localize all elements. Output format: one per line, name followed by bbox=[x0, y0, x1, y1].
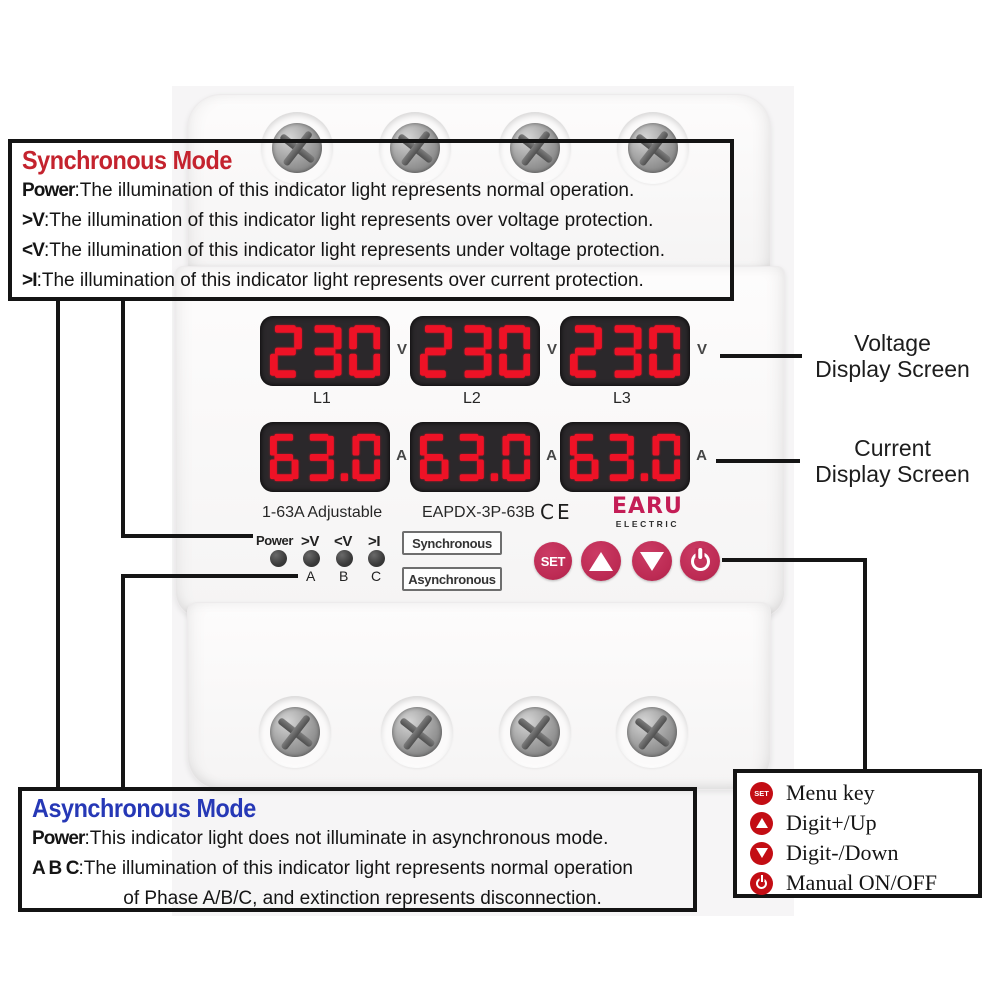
current-display-l3: A bbox=[560, 422, 707, 492]
current-display-l1: A bbox=[260, 422, 407, 492]
brand-name: EARU bbox=[612, 494, 683, 519]
display-bezel bbox=[260, 316, 390, 386]
async-line-abc-continued: of Phase A/B/C, and extinction represent… bbox=[123, 888, 602, 909]
brand-logo: EARU ELECTRIC bbox=[612, 496, 683, 529]
up-button-icon bbox=[750, 811, 773, 835]
unit-label-a: A bbox=[696, 447, 707, 464]
over-current-led bbox=[368, 550, 385, 567]
sync-line-power: Power:The illumination of this indicator… bbox=[22, 180, 635, 201]
current-value-l3 bbox=[570, 431, 681, 484]
connector-async-to-abc-horizontal bbox=[121, 574, 298, 578]
connector-sync-to-leds-vertical bbox=[121, 301, 125, 537]
phase-b-label: B bbox=[339, 568, 349, 584]
brand-subtitle: ELECTRIC bbox=[615, 519, 680, 529]
sync-box-title: Synchronous Mode bbox=[22, 145, 232, 175]
connector-sync-to-leds-horizontal bbox=[121, 534, 253, 538]
phase-label-l2: L2 bbox=[463, 390, 481, 407]
phase-a-label: A bbox=[306, 568, 316, 584]
display-bezel bbox=[260, 422, 390, 492]
connector-voltage-label bbox=[720, 354, 802, 358]
screw-terminal bbox=[628, 123, 678, 173]
sync-line-under-voltage: <V:The illumination of this indicator li… bbox=[22, 240, 665, 261]
unit-label-a: A bbox=[396, 447, 407, 464]
current-value-l2 bbox=[420, 431, 531, 484]
voltage-value-l2 bbox=[420, 324, 532, 378]
connector-current-label bbox=[716, 459, 800, 463]
connector-async-to-abc-vertical bbox=[121, 574, 125, 787]
down-triangle-icon bbox=[640, 551, 664, 571]
unit-label-v: V bbox=[546, 341, 557, 358]
adjustable-range-label: 1-63A Adjustable bbox=[262, 504, 383, 521]
indicator-label-over-current: >I bbox=[368, 533, 381, 550]
screw-terminal bbox=[272, 123, 322, 173]
screw-terminal bbox=[270, 707, 320, 757]
ce-mark: CE bbox=[540, 500, 573, 524]
current-value-l1 bbox=[270, 431, 381, 484]
display-bezel bbox=[410, 422, 540, 492]
screw-terminal bbox=[627, 707, 677, 757]
synchronous-mode-label: Synchronous bbox=[402, 531, 502, 555]
power-icon bbox=[690, 547, 710, 571]
up-button[interactable] bbox=[581, 541, 621, 581]
display-bezel bbox=[410, 316, 540, 386]
async-line-abc: A B C:The illumination of this indicator… bbox=[32, 858, 633, 879]
set-button[interactable]: SET bbox=[534, 542, 572, 580]
unit-label-a: A bbox=[546, 447, 557, 464]
unit-label-v: V bbox=[396, 341, 407, 358]
asynchronous-mode-box: Asynchronous Mode Power:This indicator l… bbox=[18, 787, 697, 912]
sync-line-over-current: >I:The illumination of this indicator li… bbox=[22, 270, 644, 291]
legend-row-menu-key: SET Menu key bbox=[750, 778, 978, 808]
set-button-label: SET bbox=[540, 553, 566, 569]
connector-power-to-legend-vertical bbox=[863, 558, 867, 771]
phase-c-label: C bbox=[371, 568, 382, 584]
asynchronous-mode-label: Asynchronous bbox=[402, 567, 502, 591]
voltage-display-l1: V bbox=[260, 316, 407, 386]
legend-row-manual-onoff: Manual ON/OFF bbox=[750, 868, 978, 898]
power-button[interactable] bbox=[680, 541, 720, 581]
voltage-value-l1 bbox=[270, 324, 382, 378]
screw-terminal bbox=[392, 707, 442, 757]
screw-terminal bbox=[510, 123, 560, 173]
power-button-icon bbox=[750, 871, 773, 895]
up-triangle-icon bbox=[589, 551, 613, 571]
power-led bbox=[270, 550, 287, 567]
display-bezel bbox=[560, 422, 690, 492]
indicator-label-over-voltage: >V bbox=[301, 533, 319, 550]
indicator-label-power: Power bbox=[256, 533, 294, 548]
current-screen-annotation: Current Display Screen bbox=[815, 435, 970, 487]
legend-row-digit-down: Digit-/Down bbox=[750, 838, 978, 868]
unit-label-v: V bbox=[696, 341, 707, 358]
connector-power-to-legend-horizontal bbox=[722, 558, 867, 562]
connector-sync-to-async bbox=[56, 301, 60, 787]
button-legend-box: SET Menu key Digit+/Up Digit-/Down Manua… bbox=[733, 769, 982, 898]
down-button-icon bbox=[750, 841, 773, 865]
phase-label-l1: L1 bbox=[313, 390, 331, 407]
phase-label-l3: L3 bbox=[613, 390, 631, 407]
voltage-screen-annotation: Voltage Display Screen bbox=[815, 330, 970, 382]
over-voltage-led bbox=[303, 550, 320, 567]
synchronous-mode-box: Synchronous Mode Power:The illumination … bbox=[8, 139, 734, 301]
under-voltage-led bbox=[336, 550, 353, 567]
voltage-value-l3 bbox=[570, 324, 682, 378]
current-display-l2: A bbox=[410, 422, 557, 492]
legend-row-digit-up: Digit+/Up bbox=[750, 808, 978, 838]
screw-terminal bbox=[510, 707, 560, 757]
async-box-title: Asynchronous Mode bbox=[32, 793, 256, 823]
set-button-icon: SET bbox=[750, 781, 773, 805]
screw-terminal bbox=[390, 123, 440, 173]
sync-line-over-voltage: >V:The illumination of this indicator li… bbox=[22, 210, 654, 231]
down-button[interactable] bbox=[632, 541, 672, 581]
voltage-display-l2: V bbox=[410, 316, 557, 386]
display-bezel bbox=[560, 316, 690, 386]
async-line-power: Power:This indicator light does not illu… bbox=[32, 828, 609, 849]
indicator-label-under-voltage: <V bbox=[334, 533, 352, 550]
voltage-display-l3: V bbox=[560, 316, 707, 386]
model-number: EAPDX-3P-63B bbox=[422, 504, 535, 521]
